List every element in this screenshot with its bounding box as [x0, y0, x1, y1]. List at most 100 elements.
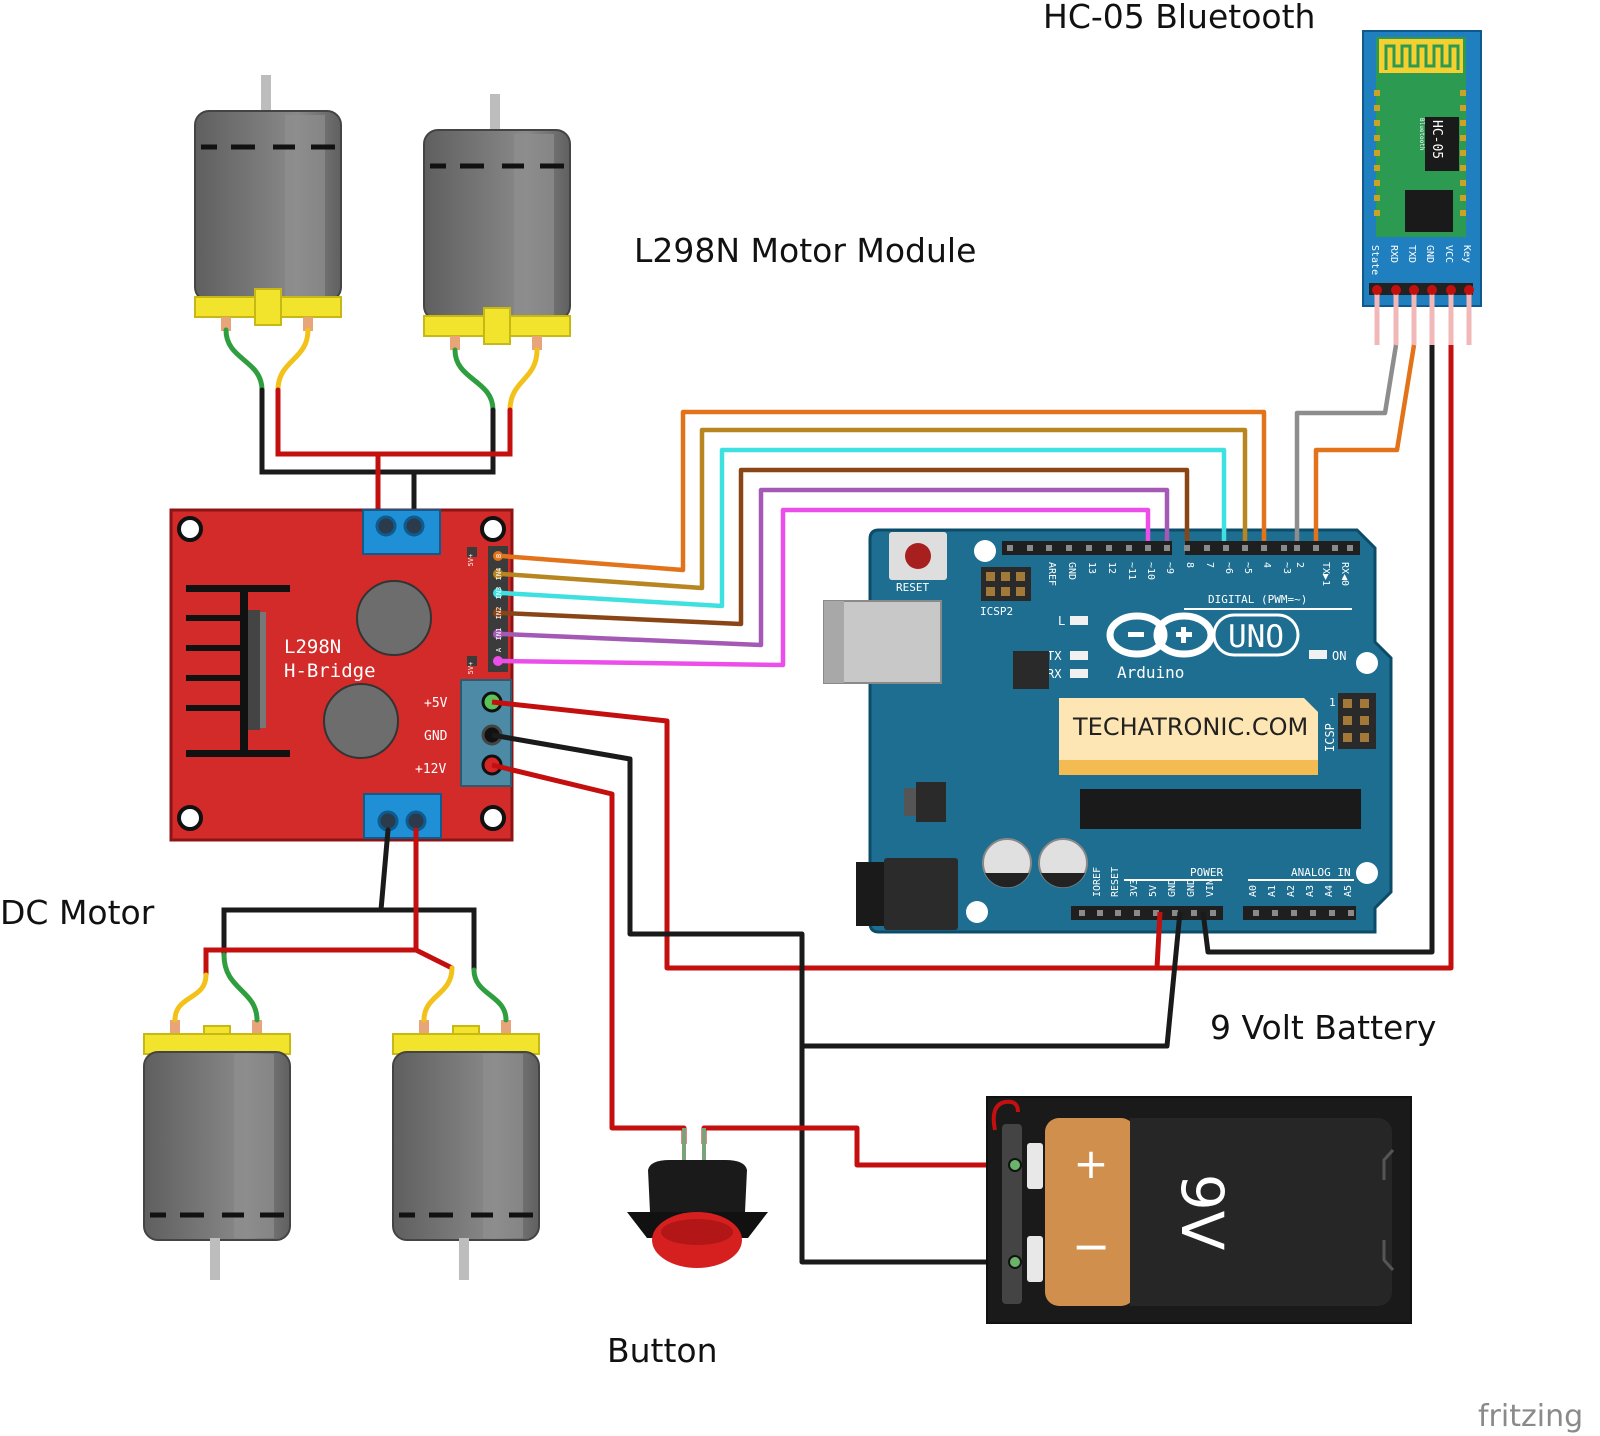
analog-pin-label-2: A2 [1286, 885, 1297, 897]
wire-gnd-battery [799, 1046, 1015, 1265]
voltage-regulator [916, 782, 946, 822]
power-header-pin-7 [1210, 910, 1216, 916]
analog-label: ANALOG IN [1291, 866, 1351, 879]
analog-pin-label-0: A0 [1248, 885, 1259, 897]
analog-header-pin-0 [1253, 910, 1259, 916]
battery-voltage: 9V [1168, 1174, 1236, 1251]
digital-pin-label-7: 8 [1184, 562, 1195, 568]
sticker-text: TECHATRONIC.COM [1072, 713, 1308, 741]
led-on [1309, 650, 1327, 659]
mount-hole [177, 516, 203, 542]
digital-header-pin-15 [1294, 545, 1300, 551]
digital-header-pin-18 [1347, 545, 1353, 551]
battery-9v: + − 9V [986, 1096, 1412, 1324]
atmega-chip [1080, 789, 1361, 829]
motor-a-terminal [362, 509, 441, 555]
power-pin-label-2: 3V3 [1129, 879, 1140, 897]
hbridge-gnd-label: GND [424, 729, 448, 744]
analog-header-pin-2 [1291, 910, 1297, 916]
hc05-pin-label-3: GND [1424, 245, 1435, 263]
icsp-pin1-label: 1 [1329, 696, 1336, 709]
hc05-chip [1425, 117, 1459, 171]
digital-header-pin-13 [1261, 545, 1267, 551]
hbridge-pin-label-4: IN2 [495, 607, 503, 620]
hc05-chip-sublabel: Bluetooth [1418, 118, 1425, 151]
mount-hole [1356, 862, 1378, 884]
capacitor [356, 580, 432, 656]
power-pin-label-5: GND [1186, 879, 1197, 897]
digital-header-pin-11 [1223, 545, 1229, 551]
digital-pin-label-5: ~10 [1145, 562, 1156, 580]
arduino-logo-icon [1106, 612, 1215, 658]
led-rx-label: RX [1047, 667, 1062, 681]
signal-wires [501, 344, 1417, 668]
digital-pin-label-4: ~11 [1126, 562, 1137, 580]
mount-hole [966, 901, 988, 923]
chip [1013, 651, 1049, 689]
digital-pin-label-9: ~6 [1223, 562, 1234, 574]
hbridge-pin-label-6: A [495, 647, 503, 652]
led-l-label: L [1058, 614, 1065, 628]
digital-header-right [1185, 541, 1360, 555]
digital-header-pin-17 [1332, 545, 1338, 551]
reset-label: RESET [896, 581, 929, 594]
digital-pin-label-15: RX◀0 [1339, 562, 1350, 586]
power-pin-label-0: IOREF [1092, 867, 1103, 897]
analog-header-pin-3 [1310, 910, 1316, 916]
label-l298n: L298N Motor Module [634, 231, 976, 270]
wire-button-battery [701, 1125, 1015, 1168]
digital-pin-label-14: TX▶1 [1320, 562, 1331, 586]
analog-pin-label-1: A1 [1267, 885, 1278, 897]
digital-header-pin-8 [1164, 545, 1170, 551]
analog-pin-label-4: A4 [1324, 885, 1335, 897]
motor-shaft [261, 75, 271, 115]
dc-motor-bottom-right [392, 1020, 540, 1280]
dc-motor-bottom-left [143, 1020, 291, 1280]
battery-copper-top [1045, 1118, 1135, 1306]
digital-header-pin-1 [1027, 545, 1033, 551]
digital-header-pin-5 [1106, 545, 1112, 551]
mount-hole [974, 540, 996, 562]
bottom-motor-wiring [172, 827, 509, 1023]
led-on-label: ON [1332, 649, 1346, 663]
digital-pin-label-13: 2 [1294, 562, 1305, 568]
electrolytic-capacitor [1038, 838, 1088, 888]
digital-header-pin-6 [1126, 545, 1132, 551]
power-header-pin-1 [1097, 910, 1103, 916]
hbridge-pin-label-5: IN1 [495, 628, 503, 641]
arduino-brand: Arduino [1117, 663, 1184, 682]
digital-header-pin-12 [1242, 545, 1248, 551]
power-header-pin-3 [1134, 910, 1140, 916]
wire-in4 [501, 427, 1248, 591]
motor-b-terminal [363, 793, 442, 839]
hbridge-12v-label: +12V [415, 762, 446, 777]
power-wires [491, 345, 1454, 1265]
power-pin-label-1: RESET [1110, 867, 1121, 897]
digital-pin-label-1: GND [1066, 562, 1077, 580]
hc05-pin-label-0: State [1369, 245, 1380, 275]
battery-minus: − [1072, 1219, 1111, 1273]
hc05-pin-label-5: Key [1461, 245, 1472, 263]
wire-5v [491, 699, 1163, 971]
hc05-pin-label-1: RXD [1388, 245, 1399, 263]
hbridge-5v-label: +5V [424, 696, 448, 711]
label-dc-motor: DC Motor [0, 893, 155, 932]
analog-pin-label-5: A5 [1343, 885, 1354, 897]
dc-motor-top-left [194, 75, 342, 331]
mount-hole [480, 516, 506, 542]
digital-pin-label-12: ~3 [1281, 562, 1292, 574]
power-header-pin-0 [1079, 910, 1085, 916]
digital-header-pin-16 [1313, 545, 1319, 551]
power-header-pin-6 [1191, 910, 1197, 916]
digital-pin-label-3: 12 [1106, 562, 1117, 574]
electrolytic-capacitor [982, 838, 1032, 888]
dc-motor-top-right [423, 94, 571, 350]
digital-header-pin-9 [1184, 545, 1190, 551]
wire-bt-vcc [1157, 345, 1454, 971]
